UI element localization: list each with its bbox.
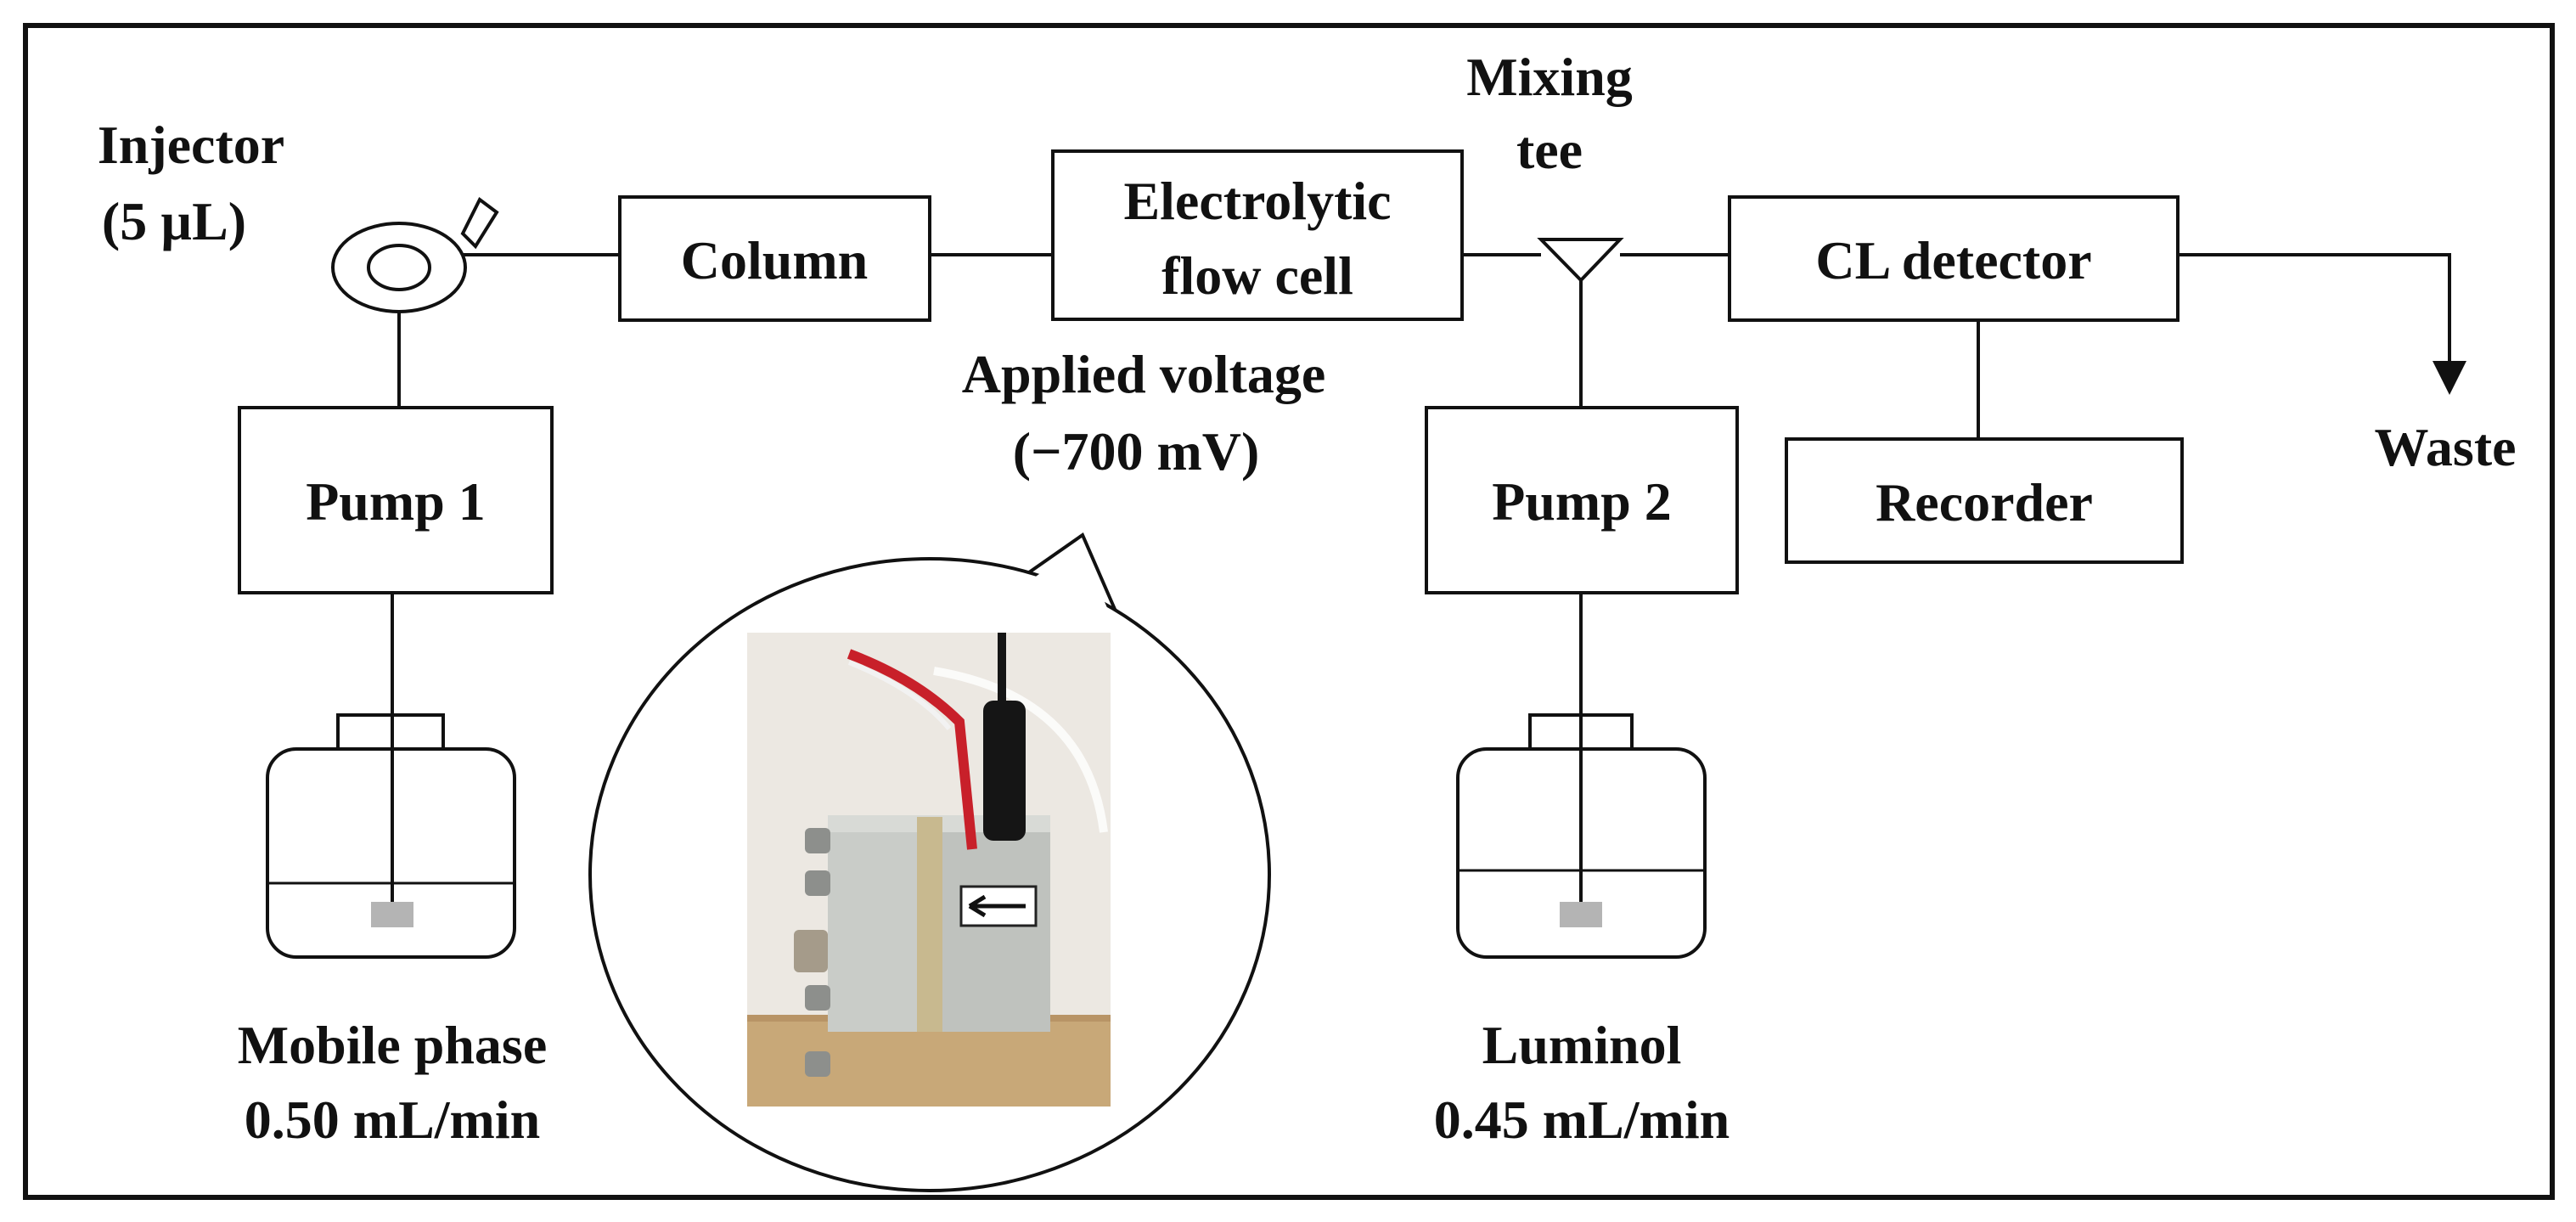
electrolytic-flow-cell-label-line1: Electrolytic: [1123, 171, 1391, 231]
mobile-phase-reservoir-icon: [266, 713, 516, 959]
electrolytic-flow-cell-box: [1051, 149, 1464, 321]
recorder-label: Recorder: [1876, 472, 2093, 532]
pump2-box: [1425, 406, 1739, 594]
pump1-label: Pump 1: [306, 471, 486, 532]
injector-label: Injector: [98, 115, 284, 175]
pump2-label: Pump 2: [1492, 471, 1672, 532]
applied-voltage-label: Applied voltage: [962, 344, 1325, 404]
column-box: [618, 195, 931, 322]
mixing-tee-icon: [1537, 238, 1624, 283]
mobile-phase-label: Mobile phase: [238, 1015, 547, 1075]
luminol-flow-rate: 0.45 mL/min: [1434, 1090, 1730, 1150]
electrolytic-flow-cell-photo: [747, 633, 1111, 1107]
pump1-box: [238, 406, 554, 594]
reservoir1-filter-icon: [371, 902, 413, 927]
flow-line-detector-waste: [2178, 253, 2466, 395]
waste-label: Waste: [2374, 417, 2516, 477]
luminol-reservoir-icon: [1456, 713, 1707, 959]
cl-detector-box: [1728, 195, 2179, 322]
applied-voltage-value: (−700 mV): [1013, 421, 1260, 481]
cl-detector-label: CL detector: [1815, 230, 2091, 290]
mobile-phase-flow-rate: 0.50 mL/min: [245, 1090, 540, 1150]
reservoir2-filter-icon: [1560, 902, 1602, 927]
luminol-label: Luminol: [1482, 1015, 1682, 1075]
injector-volume-label: (5 µL): [102, 191, 246, 251]
mixing-tee-label-line2: tee: [1516, 120, 1583, 180]
mixing-tee-label-line1: Mixing: [1466, 47, 1633, 107]
electrolytic-flow-cell-label-line2: flow cell: [1161, 245, 1353, 306]
injector-icon: [331, 196, 499, 313]
column-label: Column: [681, 230, 869, 290]
recorder-box: [1785, 437, 2184, 564]
